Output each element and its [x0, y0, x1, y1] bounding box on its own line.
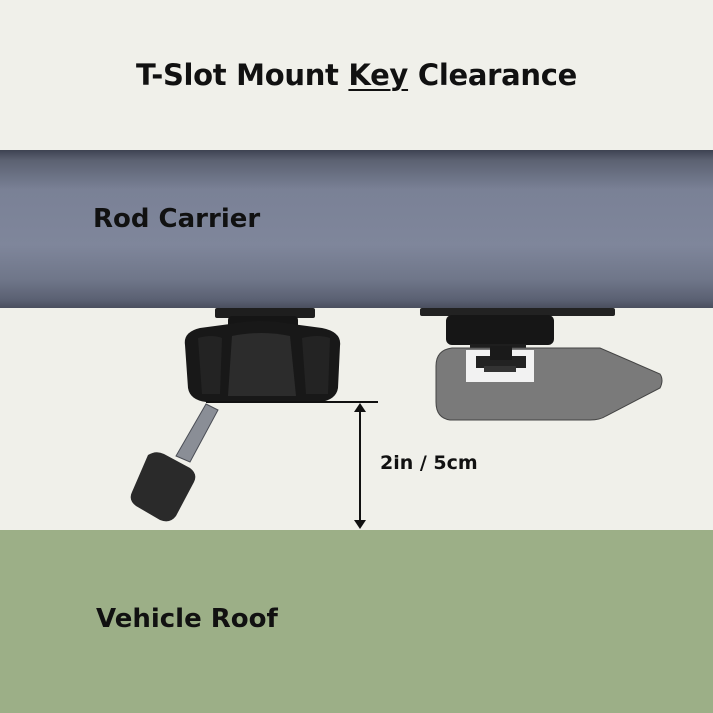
diagram-title: T-Slot Mount Key Clearance	[0, 58, 713, 92]
clearance-measurement-label: 2in / 5cm	[380, 452, 478, 474]
vehicle-roof-label: Vehicle Roof	[96, 604, 278, 634]
title-key-word: Key	[348, 58, 409, 92]
title-suffix: Clearance	[408, 58, 577, 92]
t-slot-rail-icon	[435, 346, 663, 421]
title-prefix: T-Slot Mount	[136, 58, 349, 92]
vehicle-roof	[0, 530, 713, 713]
star-knob-icon	[184, 316, 341, 402]
rod-carrier-label: Rod Carrier	[93, 204, 261, 234]
t-slot-key-icon	[130, 403, 219, 522]
left-mount-plate	[215, 308, 315, 318]
rod-carrier-bar	[0, 150, 713, 308]
right-mount-plate	[420, 308, 615, 316]
clearance-dimension-arrow	[206, 401, 378, 529]
